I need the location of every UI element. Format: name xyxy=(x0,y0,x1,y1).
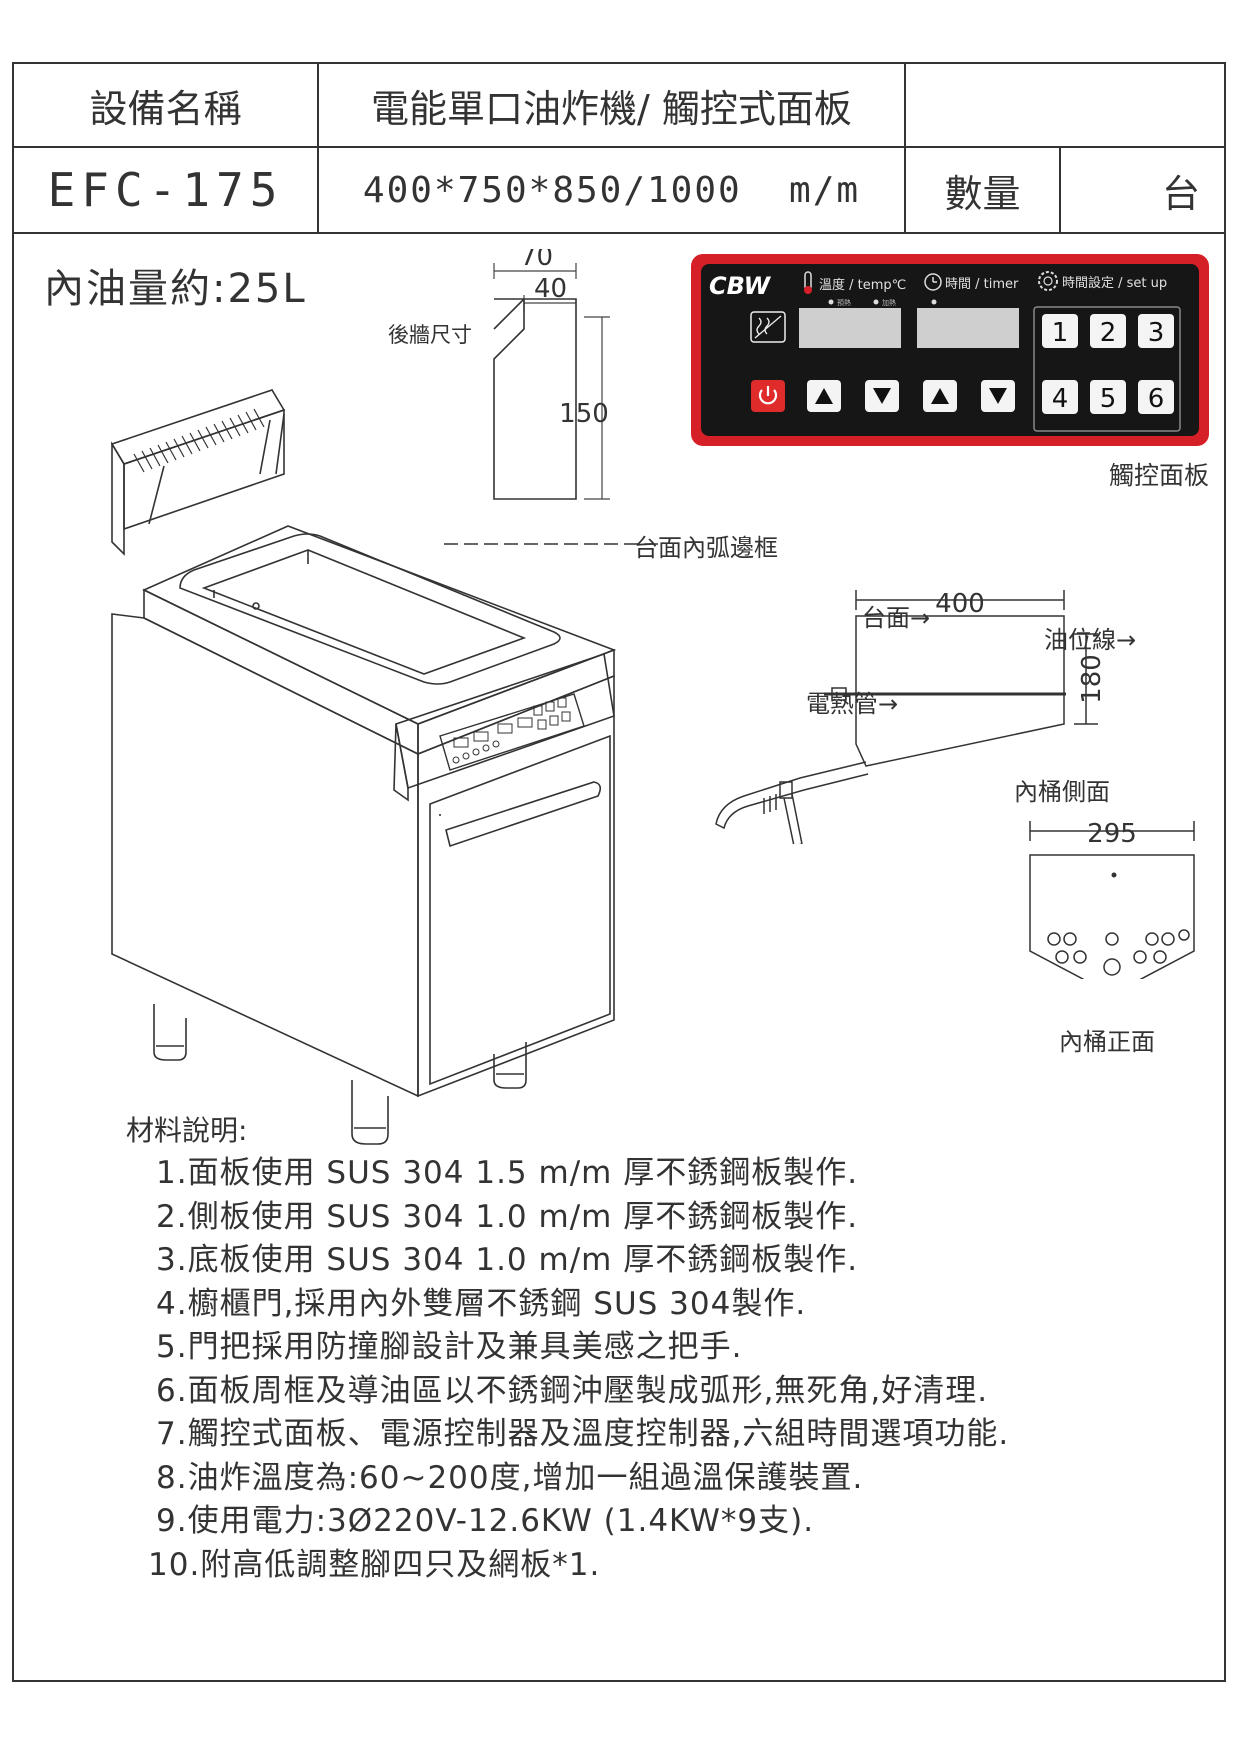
svg-text:4: 4 xyxy=(1052,384,1069,414)
material-item-2: 2.側板使用 SUS 304 1.0 m/m 厚不銹鋼板製作. xyxy=(156,1198,859,1235)
temperature-display xyxy=(799,308,901,348)
keypad-key-4[interactable]: 4 xyxy=(1042,380,1078,414)
blank-cell xyxy=(906,64,1224,146)
side-width-dim: 400 xyxy=(935,589,985,619)
back-wall-drawing: 70 40 150 xyxy=(493,249,610,500)
timer-display xyxy=(917,308,1019,348)
heat-mode-icon xyxy=(750,311,786,343)
material-item-10: 10.附高低調整腳四只及網板*1. xyxy=(148,1546,601,1583)
svg-text:5: 5 xyxy=(1100,384,1117,414)
side-view-caption: 內桶側面 xyxy=(1014,778,1110,806)
clock-icon xyxy=(924,273,942,291)
material-item-9: 9.使用電力:3Ø220V-12.6KW (1.4KW*9支). xyxy=(156,1503,815,1539)
material-item-8: 8.油炸溫度為:60~200度,增加一組過溫保護裝置. xyxy=(156,1459,864,1496)
material-item-3: 3.底板使用 SUS 304 1.0 m/m 厚不銹鋼板製作. xyxy=(156,1242,859,1278)
tank-front-view: 295 xyxy=(1029,819,1195,979)
back-wall-dim-mid: 40 xyxy=(534,274,567,304)
quantity-label: 數量 xyxy=(906,148,1061,232)
front-width-dim: 295 xyxy=(1087,819,1137,849)
material-item-5: 5.門把採用防撞腳設計及兼具美感之把手. xyxy=(156,1329,743,1365)
model-number: EFC-175 xyxy=(14,148,319,232)
keypad-key-5[interactable]: 5 xyxy=(1090,380,1126,414)
material-item-6: 6.面板周框及導油區以不銹鋼沖壓製成弧形,無死角,好清理. xyxy=(156,1372,989,1409)
keypad-key-3[interactable]: 3 xyxy=(1138,314,1174,348)
keypad-key-2[interactable]: 2 xyxy=(1090,314,1126,348)
keypad-key-6[interactable]: 6 xyxy=(1138,380,1174,414)
svg-text:2: 2 xyxy=(1100,318,1117,348)
tank-side-view: 400 180 xyxy=(715,589,1107,844)
equipment-name: 電能單口油炸機/ 觸控式面板 xyxy=(319,64,906,146)
panel-temp-label: 溫度 / temp℃ xyxy=(819,277,906,293)
gear-clock-icon xyxy=(1038,271,1058,291)
material-item-7: 7.觸控式面板、電源控制器及溫度控制器,六組時間選項功能. xyxy=(156,1416,1010,1452)
indicator-preheat: 預熱 xyxy=(837,298,851,307)
front-view-caption: 內桶正面 xyxy=(1059,1028,1155,1056)
oil-capacity: 內油量約:25L xyxy=(44,266,307,312)
panel-caption: 觸控面板 xyxy=(1109,461,1210,490)
temp-down-button[interactable] xyxy=(865,380,899,412)
equipment-label: 設備名稱 xyxy=(14,64,319,146)
spec-sheet: 設備名稱 電能單口油炸機/ 觸控式面板 EFC-175 400*750*850/… xyxy=(12,62,1226,1682)
header-row-1: 設備名稱 電能單口油炸機/ 觸控式面板 xyxy=(14,64,1224,148)
preset-keypad xyxy=(1033,306,1181,432)
header-row-2: EFC-175 400*750*850/1000 m/m 數量 台 xyxy=(14,148,1224,234)
back-wall-dim-top: 70 xyxy=(520,249,553,272)
panel-brand: CBW xyxy=(709,272,772,300)
material-item-1: 1.面板使用 SUS 304 1.5 m/m 厚不銹鋼板製作. xyxy=(156,1155,859,1191)
heater-label: 電熱管→ xyxy=(806,690,899,718)
svg-text:1: 1 xyxy=(1052,318,1069,348)
svg-text:6: 6 xyxy=(1148,384,1165,414)
panel-timer-label: 時間 / timer xyxy=(945,277,1019,292)
indicator-heat: 加熱 xyxy=(882,298,896,307)
timer-down-button[interactable] xyxy=(981,380,1015,412)
dimensions: 400*750*850/1000 m/m xyxy=(319,148,906,232)
oil-line-label: 油位線→ xyxy=(1044,626,1137,654)
temp-up-button[interactable] xyxy=(807,380,841,412)
materials-list: 1.面板使用 SUS 304 1.5 m/m 厚不銹鋼板製作. 2.側板使用 S… xyxy=(148,1152,1010,1587)
control-panel-diagram: CBW 溫度 / temp℃ 預熱 加熱 時間 / timer 時間設定 / s… xyxy=(691,254,1209,446)
panel-setup-label: 時間設定 / set up xyxy=(1062,275,1167,291)
back-wall-dim-height: 150 xyxy=(559,399,609,429)
countertop-label: 台面→ xyxy=(862,604,931,632)
fryer-drawing xyxy=(110,389,617,1145)
power-button[interactable] xyxy=(751,380,785,412)
frame-leader-line xyxy=(444,543,660,545)
timer-up-button[interactable] xyxy=(923,380,957,412)
back-wall-label: 後牆尺寸 xyxy=(388,323,472,347)
svg-text:3: 3 xyxy=(1148,318,1165,348)
unit-label: 台 xyxy=(1161,171,1200,216)
materials-title: 材料說明: xyxy=(126,1114,248,1147)
side-oil-height-dim: 180 xyxy=(1077,654,1107,704)
thermometer-icon xyxy=(804,271,812,294)
countertop-frame-label: 台面內弧邊框 xyxy=(634,534,778,562)
keypad-key-1[interactable]: 1 xyxy=(1042,314,1078,348)
material-item-4: 4.櫥櫃門,採用內外雙層不銹鋼 SUS 304製作. xyxy=(156,1285,807,1322)
